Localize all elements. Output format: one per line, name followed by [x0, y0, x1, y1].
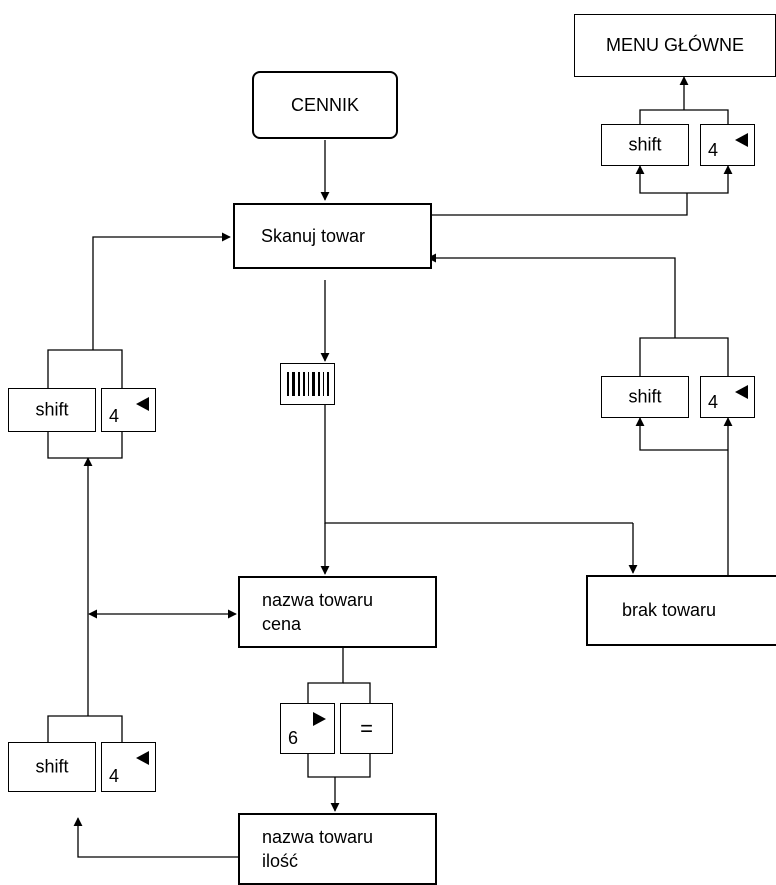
arrow-left-keys-to-skanuj [92, 232, 231, 350]
menu-glowne-label: MENU GŁÓWNE [605, 35, 744, 55]
right-triangle-icon [313, 712, 326, 726]
four-key-label: 4 [708, 392, 719, 412]
four-key-label: 4 [109, 406, 120, 426]
shift-key-label: shift [35, 756, 69, 777]
shift-key-label: shift [628, 134, 662, 155]
arrow-to-top-four [687, 165, 733, 194]
nazwa-ilosc-box: nazwa towaru ilość [238, 813, 437, 885]
shift-key-top: shift [601, 124, 689, 166]
shift-key-left-middle: shift [8, 388, 96, 432]
arrow-ilosc-to-bottom-shift [73, 817, 238, 858]
skanuj-towar-box: Skanuj towar [233, 203, 432, 269]
line-cena-to-keys-bracket [307, 648, 344, 703]
six-key: 6 [280, 703, 335, 754]
line-keys-bottom-bracket [307, 754, 371, 778]
cennik-box: CENNIK [252, 71, 398, 139]
shift-key-label: shift [35, 399, 69, 420]
six-key-label: 6 [288, 728, 299, 748]
cennik-label: CENNIK [290, 94, 359, 115]
shift-key-right: shift [601, 376, 689, 418]
line-middle-left-top-bracket [47, 349, 123, 388]
brak-towaru-label: brak towaru [622, 600, 717, 620]
arrow-to-top-shift [635, 165, 687, 194]
line-keys-bracket-right [343, 682, 371, 703]
line-right-keys-bracket [639, 337, 729, 376]
line-bottom-left-bracket [47, 715, 123, 742]
skanuj-towar-label: Skanuj towar [261, 225, 366, 246]
left-triangle-icon [136, 751, 149, 765]
line-top-keys-bracket [639, 109, 729, 124]
line-barcode-split [324, 405, 633, 524]
four-key-label: 4 [109, 766, 120, 786]
arrow-right-keys-to-skanuj [427, 253, 676, 338]
nazwa-cena-line1: nazwa towaru [262, 590, 374, 610]
left-triangle-icon [735, 133, 748, 147]
four-key-left-bottom: 4 [101, 742, 156, 792]
shift-key-label: shift [628, 386, 662, 407]
equals-key: = [340, 703, 393, 754]
arrow-to-right-shift [635, 417, 728, 451]
brak-towaru-box: brak towaru [586, 575, 776, 646]
four-key-left-middle: 4 [101, 388, 156, 432]
four-key-label: 4 [708, 140, 719, 160]
nazwa-cena-box: nazwa towaru cena [238, 576, 437, 648]
menu-glowne-box: MENU GŁÓWNE [574, 14, 776, 77]
nazwa-cena-line2: cena [262, 614, 302, 634]
left-triangle-icon [735, 385, 748, 399]
four-key-right: 4 [700, 376, 755, 418]
line-middle-left-bottom-bracket [47, 432, 123, 459]
shift-key-left-bottom: shift [8, 742, 96, 792]
nazwa-ilosc-line2: ilość [262, 851, 299, 871]
nazwa-ilosc-line1: nazwa towaru [262, 827, 374, 847]
four-key-top: 4 [700, 124, 755, 166]
equals-key-label: = [360, 715, 373, 741]
barcode-icon [280, 363, 335, 405]
left-triangle-icon [136, 397, 149, 411]
line-skanuj-to-top-keys [432, 193, 688, 216]
